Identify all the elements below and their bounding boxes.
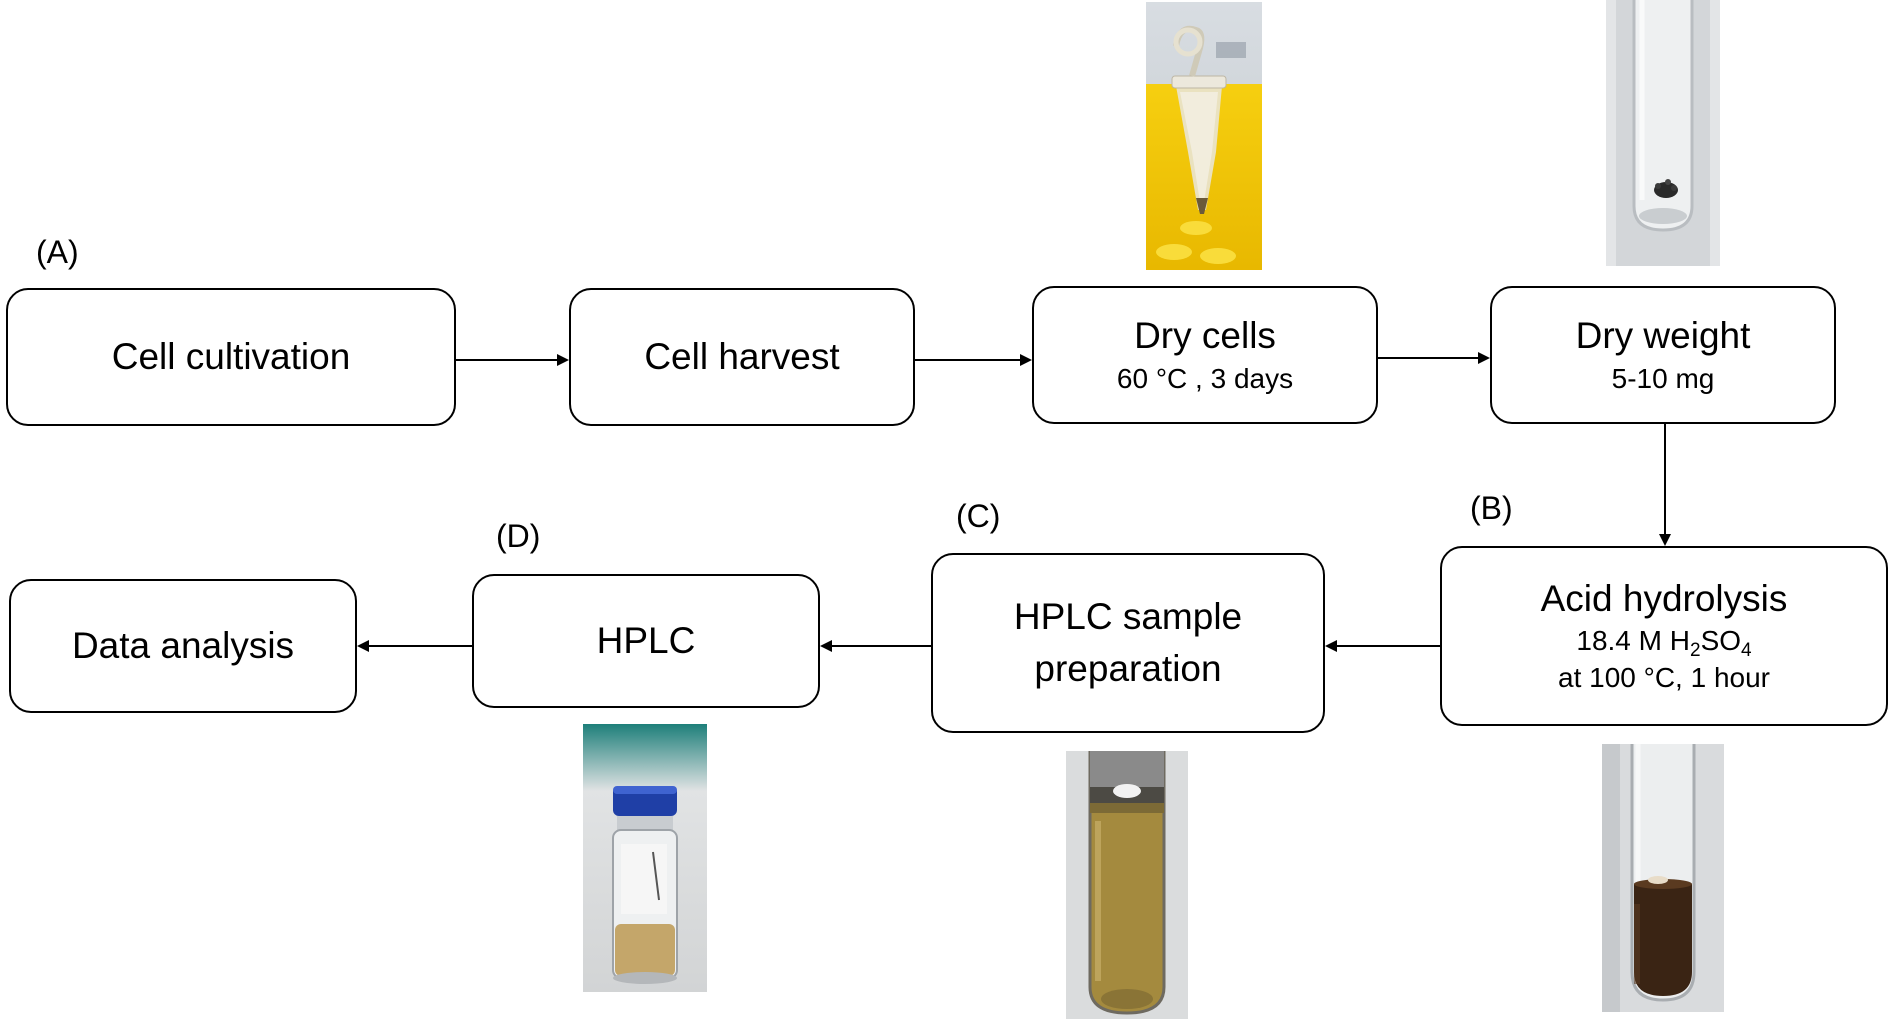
dry-weight-tube-image [1606, 0, 1720, 266]
hplc-box: HPLC [472, 574, 820, 708]
arrow-hydrolysis-to-prep [1325, 640, 1440, 652]
arrow-cultivation-to-harvest [456, 354, 569, 366]
acid-hydrolysis-tube-photo [1602, 744, 1724, 1012]
hplc-sample-tube-image [1066, 751, 1188, 1019]
acid-formula-prefix: 18.4 M H [1576, 625, 1690, 657]
hplc-sample-prep-box: HPLC sample preparation [931, 553, 1325, 733]
hplc-vial-photo [583, 724, 707, 992]
dry-cells-box: Dry cells 60 °C , 3 days [1032, 286, 1378, 424]
hplc-sample-prep-line1: HPLC sample [1013, 595, 1243, 637]
dry-cells-title: Dry cells [1134, 315, 1276, 357]
arrow-dryweight-to-hydrolysis [1659, 424, 1671, 546]
arrow-hplc-to-analysis [357, 640, 472, 652]
cell-cultivation-title: Cell cultivation [111, 335, 351, 377]
label-c: (C) [956, 498, 1001, 534]
arrow-prep-to-hplc [820, 640, 931, 652]
acid-hydrolysis-box: Acid hydrolysis 18.4 M H2SO4 at 100 °C, … [1440, 546, 1888, 726]
dry-cells-tube-photo [1146, 2, 1262, 270]
dry-weight-box: Dry weight 5-10 mg [1490, 286, 1836, 424]
cell-harvest-box: Cell harvest [569, 288, 915, 426]
arrow-harvest-to-drycells [915, 354, 1032, 366]
data-analysis-box: Data analysis [9, 579, 357, 713]
acid-hydrolysis-title: Acid hydrolysis [1540, 577, 1788, 619]
acid-hydrolysis-condition: at 100 °C, 1 hour [1558, 662, 1770, 694]
label-b: (B) [1470, 490, 1513, 526]
hplc-title: HPLC [596, 619, 696, 661]
label-a: (A) [36, 234, 79, 270]
acid-formula-sub4: 4 [1741, 640, 1752, 662]
dry-weight-tube-photo [1606, 0, 1720, 266]
arrow-drycells-to-dryweight [1378, 352, 1490, 364]
dry-cells-tube-image [1146, 2, 1262, 270]
cell-harvest-title: Cell harvest [644, 335, 840, 377]
acid-formula-mid: SO [1700, 625, 1742, 657]
hplc-sample-tube-photo [1066, 751, 1188, 1019]
dry-cells-condition: 60 °C , 3 days [1116, 362, 1294, 394]
dry-weight-amount: 5-10 mg [1611, 362, 1715, 394]
acid-concentration: 18.4 M H2SO4 [1576, 623, 1752, 662]
cell-cultivation-box: Cell cultivation [6, 288, 456, 426]
data-analysis-title: Data analysis [71, 624, 295, 666]
label-d: (D) [496, 518, 541, 554]
hplc-sample-prep-line2: preparation [1034, 648, 1222, 689]
acid-hydrolysis-tube-image [1602, 744, 1724, 1012]
acid-formula-sub2: 2 [1689, 640, 1701, 662]
dry-weight-title: Dry weight [1575, 315, 1751, 357]
hplc-vial-image [583, 724, 707, 992]
